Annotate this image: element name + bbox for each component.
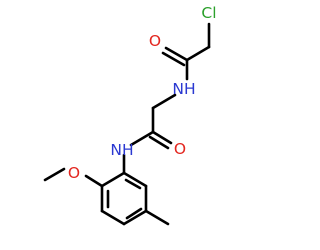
ring-bond-c1-c2 — [100, 171, 126, 188]
bond-ch2-carbonyl-top — [185, 45, 211, 62]
bond-methoxy-o-ch3 — [43, 167, 66, 182]
bond-carbonyl-middle-double-a — [151, 130, 173, 145]
ring-bond-c4-c5 — [122, 209, 148, 226]
ring-bond-c3-c4 — [100, 209, 126, 226]
oxygen-atom-label-top: O — [149, 32, 161, 50]
ring-bond-c6-c1 — [122, 171, 148, 188]
bond-nh-top-ch2 — [151, 93, 177, 110]
ring-inner-bond-c6-c1 — [124, 178, 142, 190]
bond-carbonyl-middle-double-b — [148, 135, 170, 150]
bond-ring-methoxy-o — [84, 174, 104, 188]
methoxy-oxygen-label: O — [68, 164, 80, 182]
chemical-structure: Cl O NH O NH O — [43, 4, 217, 226]
amide-nh-label-top: NH — [172, 80, 195, 98]
bond-layer — [43, 22, 211, 226]
atom-label-layer: Cl O NH O NH O — [68, 4, 217, 182]
chlorine-atom-label: Cl — [201, 4, 216, 22]
bond-carbonyl-top-double-b — [161, 51, 186, 67]
bond-ring-methyl — [144, 209, 170, 226]
amide-nh-label-middle: NH — [110, 141, 133, 159]
bond-carbonyl-top-double-a — [164, 46, 189, 62]
bond-carbonyl-middle-nh — [129, 130, 155, 147]
ring-inner-bond-c4-c5 — [125, 207, 143, 220]
oxygen-atom-label-middle: O — [174, 140, 186, 158]
